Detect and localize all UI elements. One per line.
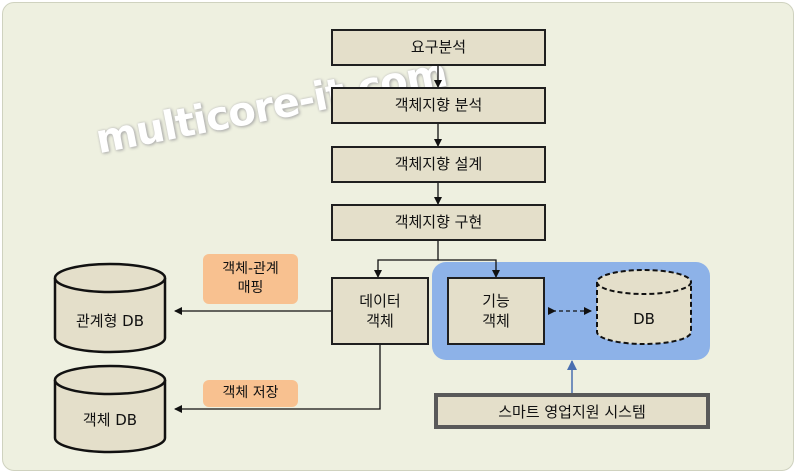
arrow-to-object-db [174,345,381,413]
oo-analysis-box: 객체지향 분석 [331,87,546,124]
smart-db-cylinder [596,269,692,345]
data-object-line1: 데이터 [359,291,401,310]
object-db-cylinder [53,364,167,454]
data-object-box: 데이터 객체 [331,277,429,345]
function-object-line1: 기능 [482,291,510,310]
data-object-line2: 객체 [366,312,394,330]
mapping-tag-line1: 객체-관계 [222,261,279,278]
relational-db-cylinder [53,262,167,354]
object-relational-mapping-tag: 객체-관계 매핑 [203,254,298,304]
oo-design-box: 객체지향 설계 [331,146,546,183]
oo-analysis-label: 객체지향 분석 [394,96,483,115]
object-storage-label: 객체 저장 [222,385,279,402]
oo-implementation-box: 객체지향 구현 [331,204,546,241]
mapping-tag-line2: 매핑 [237,280,264,296]
oo-design-label: 객체지향 설계 [394,155,483,174]
requirements-analysis-label: 요구분석 [410,38,467,57]
smart-sales-support-system-box: 스마트 영업지원 시스템 [434,393,710,429]
requirements-analysis-box: 요구분석 [331,29,546,66]
arrow-to-function-object [438,259,500,278]
object-db-label: 객체 DB [83,411,137,429]
smart-sales-support-system-label: 스마트 영업지원 시스템 [498,402,646,421]
relational-db-label: 관계형 DB [76,312,144,330]
function-object-box: 기능 객체 [447,277,545,345]
oo-implementation-label: 객체지향 구현 [394,213,483,232]
arrow-to-data-object [374,240,439,278]
object-storage-tag: 객체 저장 [203,380,298,407]
function-object-line2: 객체 [482,312,510,330]
smart-db-label: DB [633,310,655,328]
